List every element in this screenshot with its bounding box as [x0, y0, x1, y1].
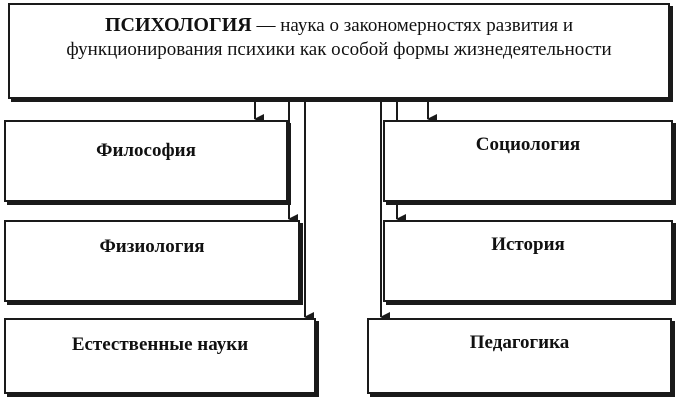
- box-physiology-label: Физиология: [99, 236, 205, 257]
- box-sociology-label: Социология: [475, 134, 581, 155]
- box-history: История: [383, 220, 673, 302]
- box-natural-sciences-label: Естественные науки: [71, 334, 249, 355]
- definition-text: — наука о закономерностях развития и фун…: [66, 15, 612, 60]
- box-philosophy-label: Философия: [96, 140, 196, 161]
- box-philosophy: Философия: [4, 120, 288, 202]
- box-sociology: Социология: [383, 120, 673, 202]
- box-pedagogy-label: Педагогика: [469, 332, 570, 353]
- definition-term: ПСИХОЛОГИЯ: [104, 14, 252, 36]
- box-physiology: Физиология: [4, 220, 300, 302]
- box-pedagogy: Педагогика: [367, 318, 672, 394]
- box-natural-sciences: Естественные науки: [4, 318, 316, 394]
- definition-box: ПСИХОЛОГИЯ — наука о закономерностях раз…: [8, 3, 670, 99]
- box-history-label: История: [491, 234, 565, 255]
